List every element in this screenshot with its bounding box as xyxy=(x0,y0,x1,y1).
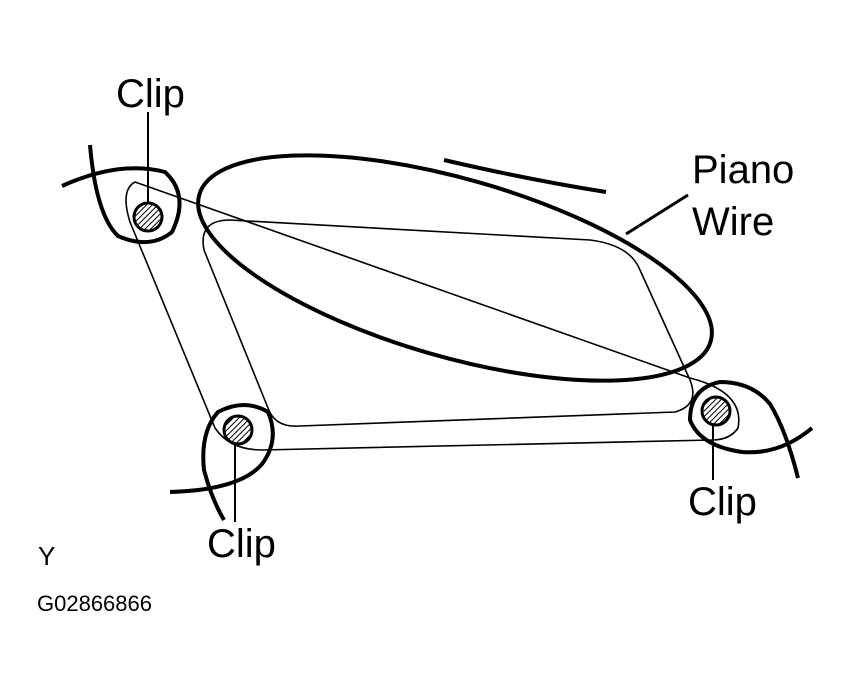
clip-bottom-left-wire-loop xyxy=(169,403,275,522)
clip-top-left-pin xyxy=(132,201,164,233)
piano-wire-loop xyxy=(196,153,714,383)
clip-top-left-label: Clip xyxy=(116,72,185,116)
clip-bottom-right-pin xyxy=(700,395,732,427)
piano-wire-label-line-1: Piano xyxy=(692,148,795,192)
piano-wire-label-line-2: Wire xyxy=(692,200,775,244)
figure-code: G02866866 xyxy=(37,591,152,616)
view-letter: Y xyxy=(38,541,56,571)
piano-wire-leader xyxy=(625,193,689,236)
panel-inner-outline xyxy=(202,219,694,427)
clip-bottom-left-pin xyxy=(222,414,254,446)
clip-top-left-wire-loop xyxy=(61,144,182,244)
clip-bottom-right-label: Clip xyxy=(688,480,757,524)
clip-bottom-right-wire-loop xyxy=(687,379,814,479)
clip-bottom-left-label: Clip xyxy=(207,522,276,566)
piano-wire-tail xyxy=(443,158,607,194)
